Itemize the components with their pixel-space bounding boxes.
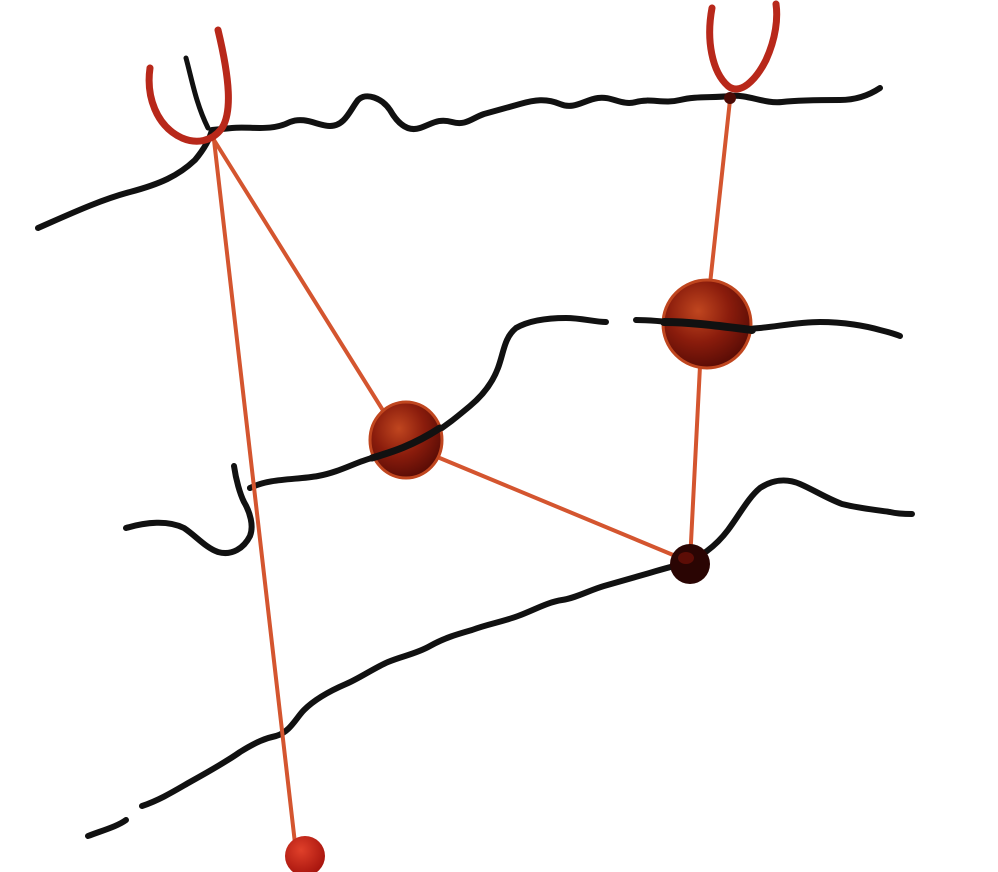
string-right-vertical-lower [690,366,700,562]
end-ball-bottom [285,836,325,872]
string-right-vertical-upper [710,100,730,284]
wire-bottom [88,564,684,836]
clip-left [149,30,228,141]
string-center-to-lower-right [406,444,690,562]
node-lower-right [670,544,710,584]
wire-lower [126,466,912,566]
node-right [663,280,752,368]
wire-top [38,88,880,228]
node-center-left [370,402,442,478]
clip-right [710,4,777,104]
